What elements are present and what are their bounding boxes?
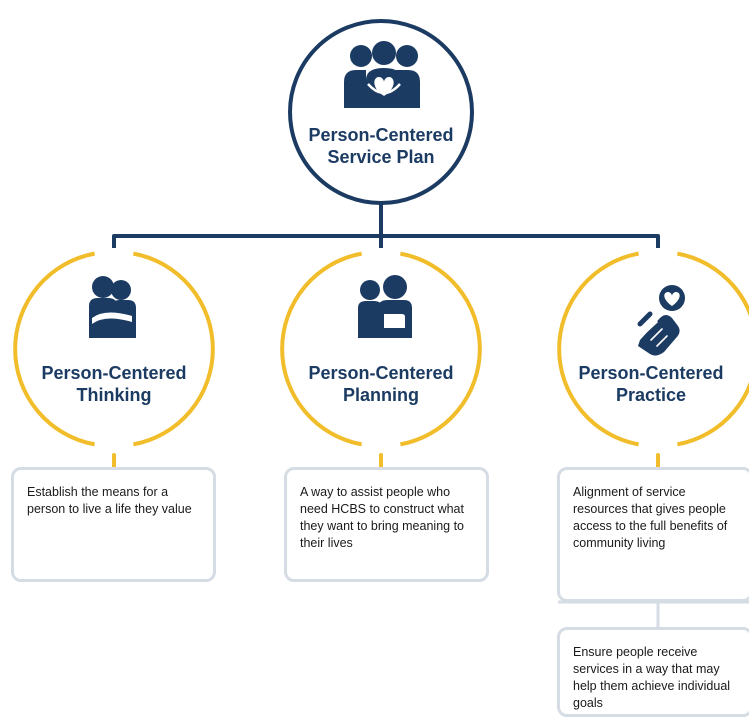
description-text-practice: Alignment of service resources that give…	[573, 485, 728, 550]
extra-text-practice: Ensure people receive services in a way …	[573, 645, 731, 710]
description-text-thinking: Establish the means for a person to live…	[27, 485, 192, 516]
supporting-people-icon	[358, 275, 412, 338]
pillar-circle-thinking	[13, 251, 215, 447]
hugging-people-icon	[89, 276, 136, 338]
extra-box-practice: Ensure people receive services in a way …	[557, 627, 749, 717]
pillar-circle-practice	[557, 251, 749, 447]
family-heart-icon	[344, 41, 420, 108]
pillar-title-practice: Person-Centered Practice	[578, 363, 724, 405]
pillar-title-planning: Person-Centered Planning	[308, 363, 454, 405]
pillar-circle-planning	[280, 251, 482, 447]
gold-ticks	[112, 453, 660, 468]
connector-lines	[112, 203, 660, 248]
description-box-thinking: Establish the means for a person to live…	[11, 467, 216, 582]
root-title: Person-Centered Service Plan	[308, 125, 454, 167]
description-box-planning: A way to assist people who need HCBS to …	[284, 467, 489, 582]
description-text-planning: A way to assist people who need HCBS to …	[300, 485, 464, 550]
hand-holding-heart-icon	[637, 285, 685, 356]
extra-connector	[558, 600, 749, 630]
pillar-title-thinking: Person-Centered Thinking	[41, 363, 187, 405]
description-box-practice: Alignment of service resources that give…	[557, 467, 749, 602]
